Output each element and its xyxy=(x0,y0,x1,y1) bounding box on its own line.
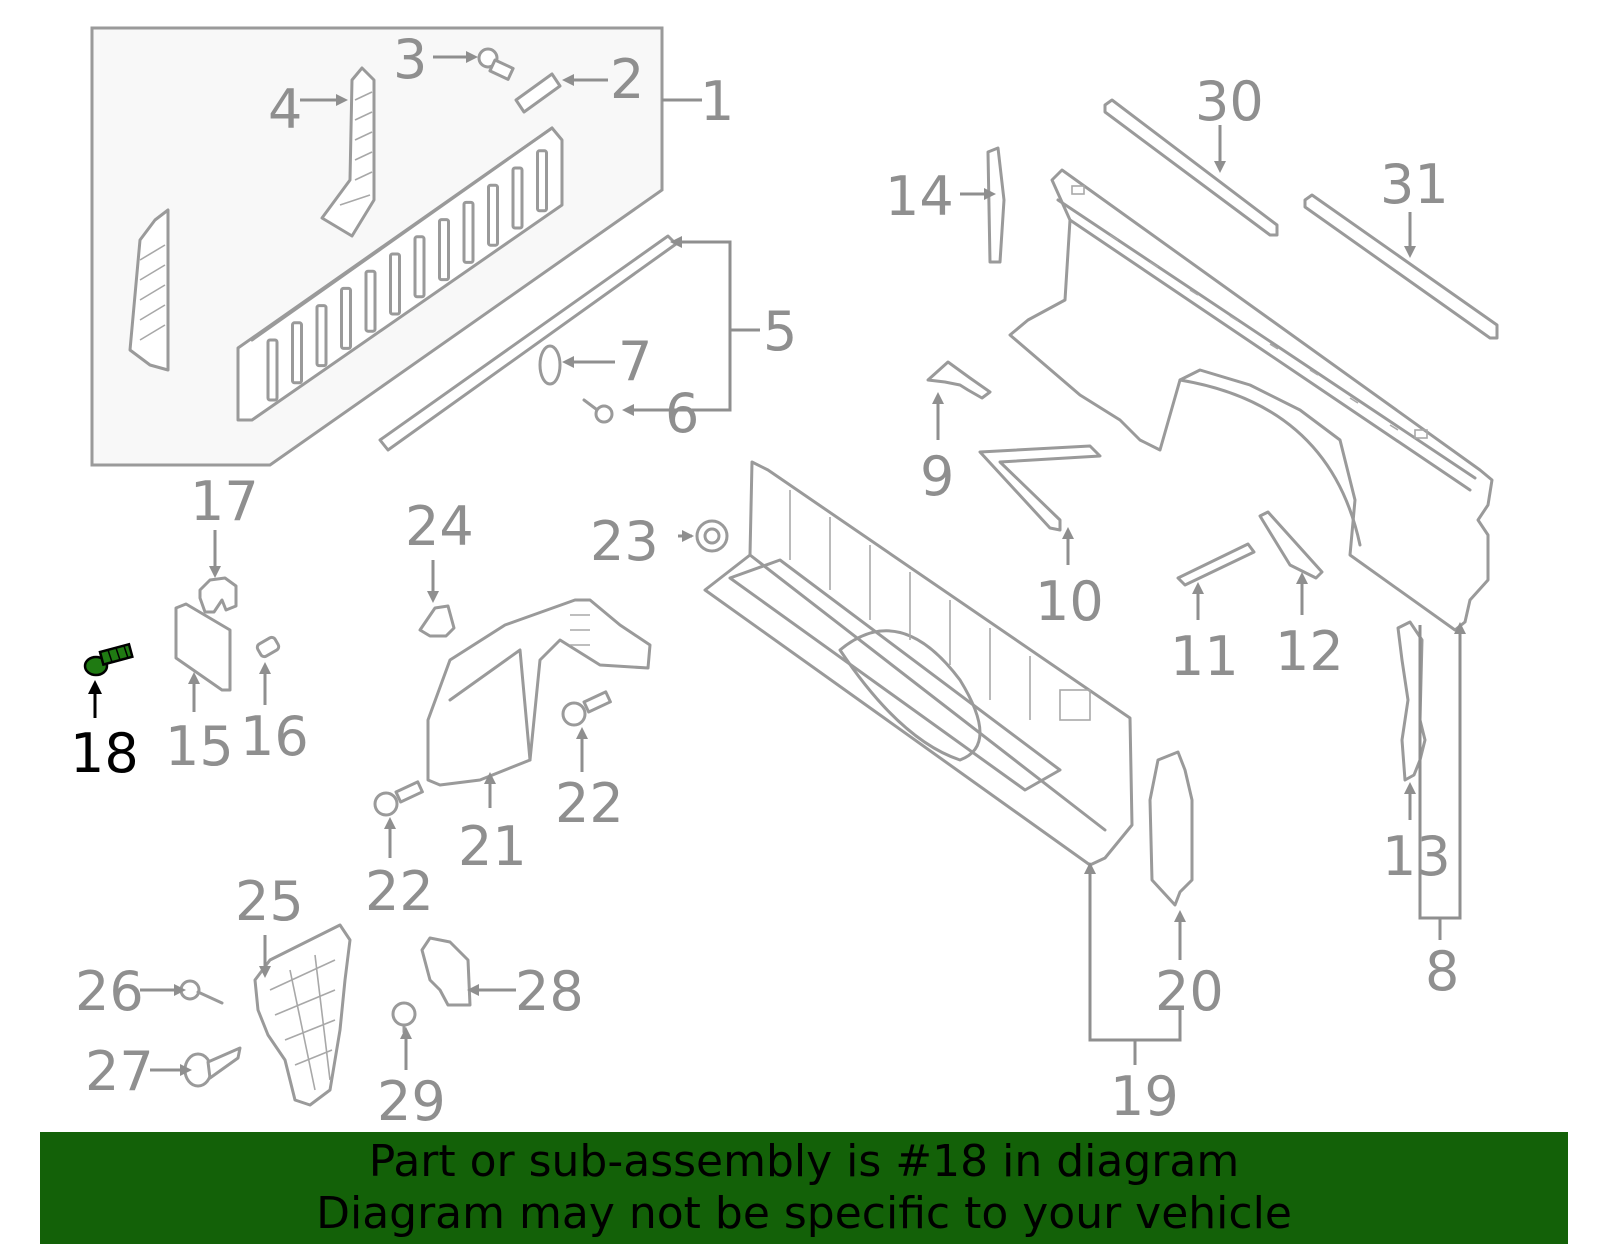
part-20-post xyxy=(1148,750,1194,907)
callout-22-lower: 22 xyxy=(365,860,434,923)
part-12-brace xyxy=(1258,510,1324,580)
callout-10: 10 xyxy=(1035,570,1104,633)
tailgate-slot xyxy=(413,235,426,299)
tailgate-slot xyxy=(536,149,548,213)
callout-15: 15 xyxy=(165,715,234,778)
callout-7: 7 xyxy=(618,330,652,393)
callout-9: 9 xyxy=(920,445,954,508)
callout-22-upper: 22 xyxy=(555,772,624,835)
callout-3: 3 xyxy=(393,28,427,91)
part-18-bolt xyxy=(83,642,134,677)
callout-16: 16 xyxy=(240,705,309,768)
callout-21: 21 xyxy=(458,815,527,878)
callout-20: 20 xyxy=(1155,960,1224,1023)
tailgate-slot xyxy=(511,166,524,230)
callout-5: 5 xyxy=(763,300,797,363)
tailgate-inset-box xyxy=(90,26,664,467)
tailgate-slot xyxy=(315,304,328,368)
part-31-rail xyxy=(1303,193,1499,340)
callout-30: 30 xyxy=(1195,70,1264,133)
tailgate-assembly-group xyxy=(90,26,664,467)
part-17-clip xyxy=(198,576,238,614)
tailgate-slot xyxy=(291,321,303,385)
part-23-grommet xyxy=(695,519,729,553)
tailgate-slot xyxy=(462,200,475,264)
callout-25: 25 xyxy=(235,870,304,933)
part-24-clip xyxy=(418,604,456,638)
part-15-plate xyxy=(174,602,232,692)
callout-12: 12 xyxy=(1275,620,1344,683)
part-6-pin xyxy=(582,398,614,424)
part-16-plug xyxy=(255,635,281,659)
part-22-bolt-lower xyxy=(373,780,424,817)
callout-8: 8 xyxy=(1425,940,1459,1003)
callout-27: 27 xyxy=(85,1040,154,1103)
tailgate-slot xyxy=(438,218,450,282)
callout-18: 18 xyxy=(70,722,139,785)
callout-2: 2 xyxy=(610,48,644,111)
arrowheads xyxy=(88,51,1466,1076)
callout-13: 13 xyxy=(1382,825,1451,888)
front-bed-panel xyxy=(703,460,1134,867)
part-14-strip xyxy=(986,146,1006,264)
part-26-pin xyxy=(179,979,224,1005)
callout-28: 28 xyxy=(515,960,584,1023)
part-10-brace xyxy=(978,444,1102,532)
callout-6: 6 xyxy=(665,382,699,445)
tailgate-slot xyxy=(389,252,401,316)
part-7-grommet xyxy=(538,344,562,386)
info-banner: Part or sub-assembly is #18 in diagram D… xyxy=(40,1132,1568,1244)
part-4-cap xyxy=(320,66,376,238)
callout-19: 19 xyxy=(1110,1065,1179,1128)
bed-side-panel xyxy=(1008,168,1494,632)
tailgate-slot xyxy=(364,269,377,333)
tailgate-slot xyxy=(266,338,279,402)
callout-4: 4 xyxy=(268,78,302,141)
callout-14: 14 xyxy=(885,165,954,228)
tailgate-slot xyxy=(487,183,499,247)
part-21-bracket xyxy=(426,598,652,787)
part-30-rail xyxy=(1103,98,1279,237)
part-9-bracket xyxy=(926,360,992,400)
tailgate-slot xyxy=(340,286,352,350)
leader-lines xyxy=(93,55,1462,1072)
part-2-clip xyxy=(514,72,562,114)
part-11-brace xyxy=(1176,542,1256,587)
banner-line-disclaimer: Diagram may not be specific to your vehi… xyxy=(316,1188,1292,1239)
callout-29: 29 xyxy=(377,1070,446,1133)
callout-23: 23 xyxy=(590,510,659,573)
tailgate-panel xyxy=(236,126,564,422)
part-28-bracket xyxy=(420,936,472,1007)
callout-31: 31 xyxy=(1380,153,1449,216)
callout-1: 1 xyxy=(700,70,734,133)
part-3-bolt xyxy=(477,47,515,81)
banner-line-part: Part or sub-assembly is #18 in diagram xyxy=(368,1136,1240,1187)
part-25-bracket xyxy=(253,923,352,1107)
part-29-clip xyxy=(391,1001,417,1034)
callout-labels: 1 2 3 4 5 6 7 8 9 10 11 12 13 14 15 16 1… xyxy=(70,28,1459,1133)
callout-24: 24 xyxy=(405,495,474,558)
part-22-bolt-upper xyxy=(561,690,612,727)
callout-26: 26 xyxy=(75,960,144,1023)
callout-11: 11 xyxy=(1170,625,1239,688)
tailgate-end-cap-left xyxy=(128,208,170,372)
callout-17: 17 xyxy=(190,470,259,533)
part-27-retainer xyxy=(183,1046,242,1088)
